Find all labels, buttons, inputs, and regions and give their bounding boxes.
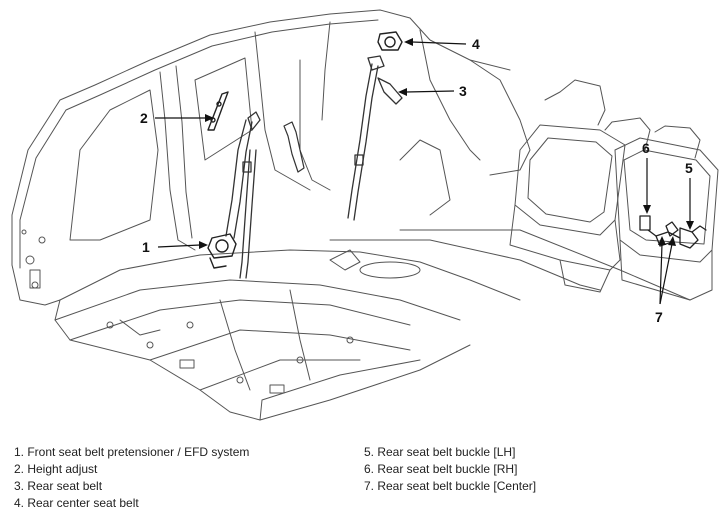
legend-item: 6. Rear seat belt buckle [RH]	[364, 462, 518, 476]
legend-item: 5. Rear seat belt buckle [LH]	[364, 445, 516, 459]
legend-left-column: 1. Front seat belt pretensioner / EFD sy…	[14, 444, 249, 512]
leader-line-4	[404, 38, 467, 46]
seat-belt-system-diagram: 1 2 3 4 5 6 7	[11, 9, 719, 421]
leader-line-6	[643, 158, 651, 214]
leader-line-5	[686, 178, 694, 230]
callout-number-4: 4	[472, 36, 480, 52]
legend-item: 7. Rear seat belt buckle [Center]	[364, 479, 537, 493]
leader-line-7	[658, 236, 676, 305]
legend-item: 2. Height adjust	[14, 462, 98, 476]
legend-item: 4. Rear center seat belt	[14, 496, 139, 510]
rear-seat-belt	[347, 55, 403, 221]
front-seat-belt	[225, 111, 261, 279]
leader-line-1	[157, 241, 208, 249]
vehicle-body-shell	[11, 9, 531, 306]
height-adjuster	[207, 91, 229, 131]
legend-item: 1. Front seat belt pretensioner / EFD sy…	[14, 445, 250, 459]
rear-seat-left	[509, 79, 626, 293]
callout-number-6: 6	[642, 140, 650, 156]
rear-seat-belt-buckles	[639, 215, 707, 249]
rear-seat-right	[604, 117, 719, 301]
vehicle-floor-pan	[54, 229, 691, 421]
front-seat-belt-guide	[283, 121, 305, 173]
callout-number-1: 1	[142, 239, 150, 255]
callout-number-3: 3	[459, 83, 467, 99]
rear-center-seat-belt-retractor	[377, 31, 403, 51]
leader-line-3	[398, 88, 455, 96]
front-seat-belt-pretensioner	[207, 233, 237, 269]
callout-number-2: 2	[140, 110, 148, 126]
leader-line-2	[155, 114, 214, 122]
legend-right-column: 5. Rear seat belt buckle [LH] 6. Rear se…	[364, 444, 536, 495]
legend-item: 3. Rear seat belt	[14, 479, 103, 493]
callout-number-7: 7	[655, 309, 663, 325]
callout-number-5: 5	[685, 160, 693, 176]
